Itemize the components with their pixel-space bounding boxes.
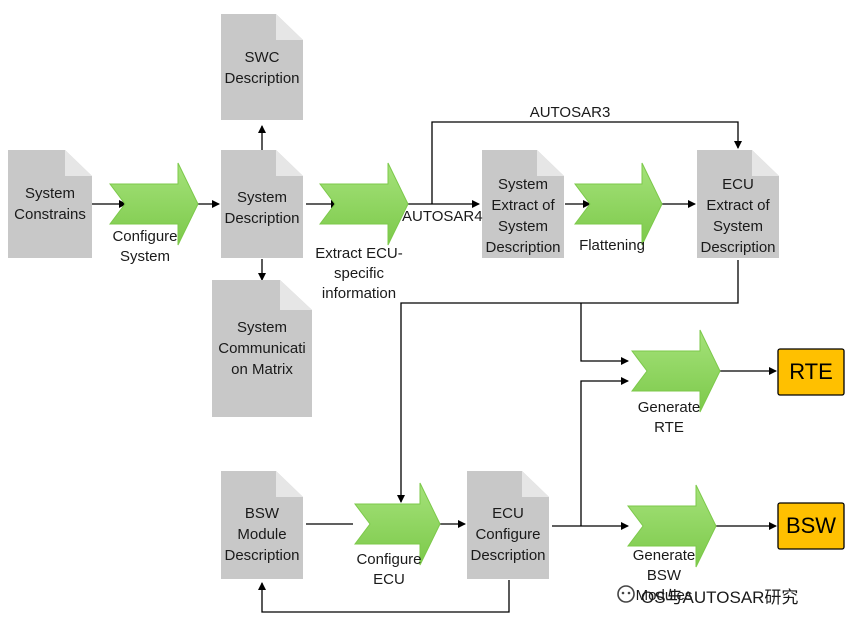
arrow-configure-system xyxy=(109,162,199,246)
output-label-rte: RTE xyxy=(789,359,833,384)
doc-label-system-constrains: System Constrains xyxy=(14,185,86,223)
doc-system-communication-matrix xyxy=(212,280,312,417)
documents xyxy=(8,14,779,579)
output-bsw-box xyxy=(777,502,845,550)
doc-label-swc-description: SWC Description xyxy=(224,49,300,87)
arrow-configure-ecu xyxy=(354,482,441,566)
doc-swc-description xyxy=(221,14,303,120)
process-label-configure-ecu: Configure ECU xyxy=(356,551,422,588)
arrow-extract-ecu xyxy=(319,162,409,246)
connector-autosar3 xyxy=(431,121,742,204)
connector-ecuconf-feedback xyxy=(258,580,510,613)
doc-system-constrains xyxy=(8,150,92,258)
doc-ecu-configure-description xyxy=(467,471,549,579)
output-label-bsw: BSW xyxy=(785,513,837,538)
arrow-generate-rte xyxy=(631,329,721,413)
connectors xyxy=(92,121,777,613)
arrow-flattening xyxy=(574,162,663,246)
watermark-icon xyxy=(617,585,635,603)
doc-label-ecu-configure-description: ECU Configure Description xyxy=(470,505,546,564)
connector-ecuextract-down xyxy=(397,260,739,503)
doc-label-system-description: System Description xyxy=(224,189,300,227)
process-arrows xyxy=(109,162,721,568)
process-label-configure-system: Configure System xyxy=(112,228,178,265)
doc-system-description xyxy=(221,150,303,258)
doc-system-extract xyxy=(482,150,564,258)
outputs xyxy=(777,348,845,550)
process-label-generate-rte: Generate RTE xyxy=(637,399,701,436)
doc-label-bsw-module-description: BSW Module Description xyxy=(224,505,300,564)
watermark-text: OS与AUTOSAR研究 xyxy=(641,588,799,607)
doc-label-ecu-extract: ECU Extract of System Description xyxy=(700,176,776,256)
connector-to-generate-rte-bottom xyxy=(580,377,629,526)
process-label-flattening: Flattening xyxy=(579,237,645,254)
doc-bsw-module-description xyxy=(221,471,303,579)
doc-ecu-extract xyxy=(697,150,779,258)
connector-to-generate-rte-top xyxy=(580,303,629,365)
doc-label-system-communication-matrix: System Communicati on Matrix xyxy=(218,319,306,378)
process-label-extract-ecu: Extract ECU- specific information xyxy=(315,245,403,302)
path-label-autosar4: AUTOSAR4 xyxy=(402,208,483,225)
output-rte-box xyxy=(777,348,845,396)
path-label-autosar3: AUTOSAR3 xyxy=(529,104,611,121)
process-label-generate-bsw: Generate BSW Modules xyxy=(632,547,696,604)
arrow-generate-bsw xyxy=(627,484,717,568)
doc-label-system-extract: System Extract of System Description xyxy=(485,176,561,256)
